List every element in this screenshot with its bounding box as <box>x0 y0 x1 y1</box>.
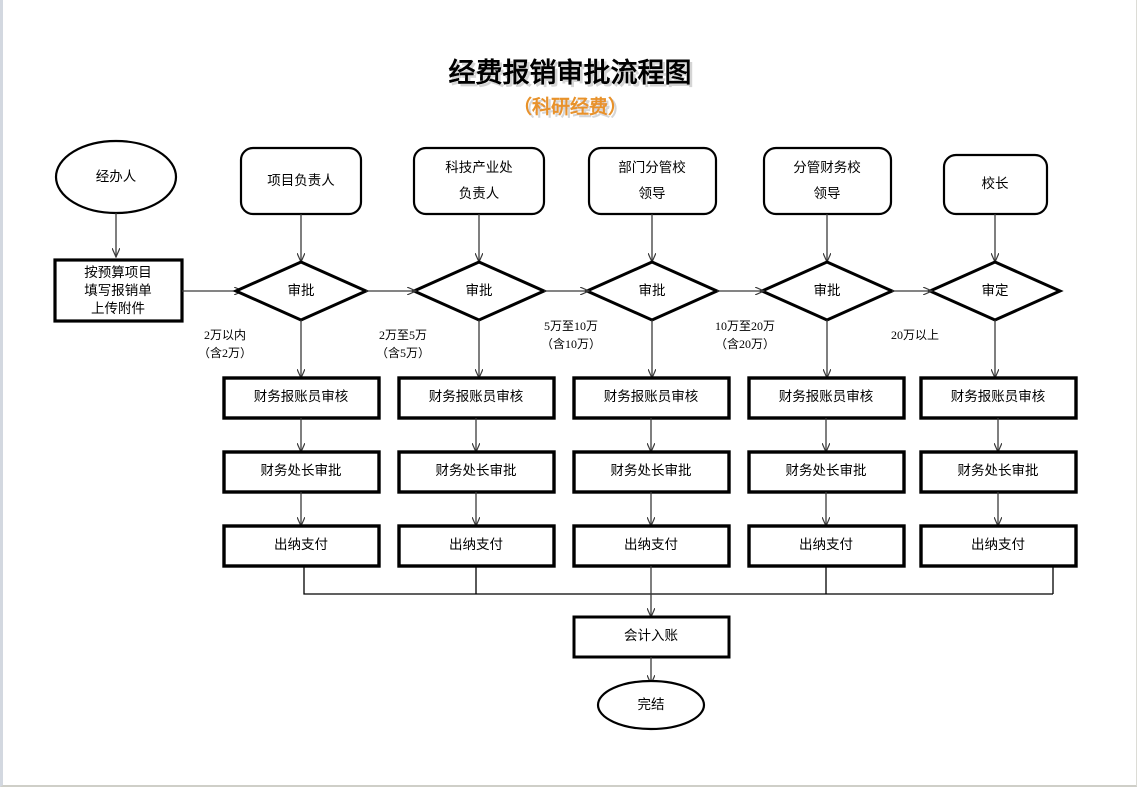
process-label: 财务报账员审核 <box>604 389 699 404</box>
role-label-1: 项目负责人 <box>267 173 335 188</box>
role-label-2-line1: 科技产业处 <box>445 160 513 175</box>
start-label-line2: 填写报销单 <box>84 283 152 298</box>
process-node-col3-step1[interactable]: 财务报账员审核 <box>572 376 731 420</box>
decision-label-3: 审批 <box>639 283 666 298</box>
end-ellipse <box>596 679 706 731</box>
process-node-col4-step3[interactable]: 出纳支付 <box>747 524 906 568</box>
amount-label-1-line1: 2万以内 <box>204 328 246 342</box>
process-node-col2-step2[interactable]: 财务处长审批 <box>397 450 556 494</box>
role-label-3-line2: 领导 <box>639 186 666 201</box>
decision-label-5: 审定 <box>982 283 1009 298</box>
role-label-5: 校长 <box>982 175 1010 191</box>
process-label: 出纳支付 <box>971 537 1025 552</box>
process-rect <box>397 524 556 568</box>
process-label: 出纳支付 <box>274 537 328 552</box>
decision-node-3[interactable]: 审批 <box>583 260 721 322</box>
process-node-col2-step1[interactable]: 财务报账员审核 <box>397 376 556 420</box>
role-node-dept-vice-president[interactable]: 部门分管校 领导 <box>587 146 718 216</box>
process-node-col5-step3[interactable]: 出纳支付 <box>919 524 1078 568</box>
process-rect <box>397 376 556 420</box>
amount-label-5: 20万以上 <box>891 328 939 342</box>
process-label: 财务处长审批 <box>261 463 342 478</box>
page-title: 经费报销审批流程图 <box>449 57 692 88</box>
process-node-col3-step2[interactable]: 财务处长审批 <box>572 450 731 494</box>
process-rect <box>919 524 1078 568</box>
amount-label-4: 10万至20万 （含20万） <box>715 319 775 351</box>
process-label: 出纳支付 <box>799 537 853 552</box>
start-box-node[interactable]: 按预算项目 填写报销单 上传附件 <box>53 258 184 323</box>
accounting-label: 会计入账 <box>624 628 678 643</box>
role-node-finance-vice-president[interactable]: 分管财务校 领导 <box>762 146 893 216</box>
role-rect <box>762 146 893 216</box>
role-label-4-line1: 分管财务校 <box>793 159 861 175</box>
process-node-col1-step3[interactable]: 出纳支付 <box>222 524 381 568</box>
process-rect <box>572 376 731 420</box>
page-subtitle: （科研经费） <box>513 95 627 118</box>
decision-node-1[interactable]: 审批 <box>232 260 370 322</box>
role-node-president[interactable]: 校长 <box>942 153 1049 216</box>
process-label: 出纳支付 <box>449 537 503 552</box>
role-label-3-line1: 部门分管校 <box>618 159 686 175</box>
decision-label-1: 审批 <box>288 283 315 298</box>
decision-label-2: 审批 <box>466 283 493 298</box>
process-label: 财务处长审批 <box>611 463 692 478</box>
merge-bus-line <box>303 566 1053 595</box>
decision-label-4: 审批 <box>814 283 841 298</box>
process-rect <box>222 450 381 494</box>
process-node-col2-step3[interactable]: 出纳支付 <box>397 524 556 568</box>
accounting-node[interactable]: 会计入账 <box>572 615 731 659</box>
role-node-tech-industry-dept[interactable]: 科技产业处 负责人 <box>412 146 546 216</box>
end-node[interactable]: 完结 <box>596 679 706 731</box>
process-label: 财务报账员审核 <box>779 389 874 404</box>
process-label: 财务处长审批 <box>436 463 517 478</box>
process-node-col1-step1[interactable]: 财务报账员审核 <box>222 376 381 420</box>
amount-label-3-line1: 5万至10万 <box>544 319 598 333</box>
amount-label-1-line2: （含2万） <box>198 345 252 360</box>
process-label: 财务处长审批 <box>786 463 867 478</box>
role-rect <box>587 146 718 216</box>
role-rect <box>412 146 546 216</box>
process-label: 财务报账员审核 <box>429 389 524 404</box>
process-node-col5-step2[interactable]: 财务处长审批 <box>919 450 1078 494</box>
amount-label-4-line1: 10万至20万 <box>715 319 775 333</box>
process-node-col4-step1[interactable]: 财务报账员审核 <box>747 376 906 420</box>
amount-label-3: 5万至10万 （含10万） <box>541 319 601 351</box>
end-label: 完结 <box>638 697 665 712</box>
process-label: 财务处长审批 <box>958 463 1039 478</box>
process-node-col1-step2[interactable]: 财务处长审批 <box>222 450 381 494</box>
amount-label-3-line2: （含10万） <box>541 336 601 351</box>
decision-node-2[interactable]: 审批 <box>410 260 548 322</box>
process-rect <box>222 376 381 420</box>
start-label-line1: 按预算项目 <box>84 265 152 280</box>
amount-label-2-line2: （含5万） <box>376 345 430 360</box>
amount-label-2-line1: 2万至5万 <box>379 328 427 342</box>
amount-label-4-line2: （含20万） <box>715 336 775 351</box>
amount-label-1: 2万以内 （含2万） <box>198 328 252 360</box>
decision-node-5[interactable]: 审定 <box>926 260 1064 322</box>
start-rect <box>53 258 184 323</box>
amount-label-5-line1: 20万以上 <box>891 328 939 342</box>
role-label-4-line2: 领导 <box>814 186 841 201</box>
process-rect <box>572 450 731 494</box>
start-label-line3: 上传附件 <box>91 301 145 316</box>
process-node-col3-step3[interactable]: 出纳支付 <box>572 524 731 568</box>
flowchart-canvas: 经费报销审批流程图 （科研经费） 经办人 项目负责人 科技产业处 负责人 部门分… <box>53 57 1078 731</box>
process-label: 财务报账员审核 <box>951 389 1046 404</box>
decision-node-4[interactable]: 审批 <box>758 260 896 322</box>
role-label-0: 经办人 <box>96 169 137 184</box>
amount-label-2: 2万至5万 （含5万） <box>376 328 430 360</box>
process-label: 财务报账员审核 <box>254 389 349 404</box>
process-node-col4-step2[interactable]: 财务处长审批 <box>747 450 906 494</box>
process-rect <box>919 376 1078 420</box>
role-label-2-line2: 负责人 <box>459 186 500 201</box>
process-node-col5-step1[interactable]: 财务报账员审核 <box>919 376 1078 420</box>
role-node-project-leader[interactable]: 项目负责人 <box>239 146 363 216</box>
process-rect <box>222 524 381 568</box>
role-node-handler[interactable]: 经办人 <box>54 139 178 215</box>
process-label: 出纳支付 <box>624 537 678 552</box>
process-rect <box>572 524 731 568</box>
